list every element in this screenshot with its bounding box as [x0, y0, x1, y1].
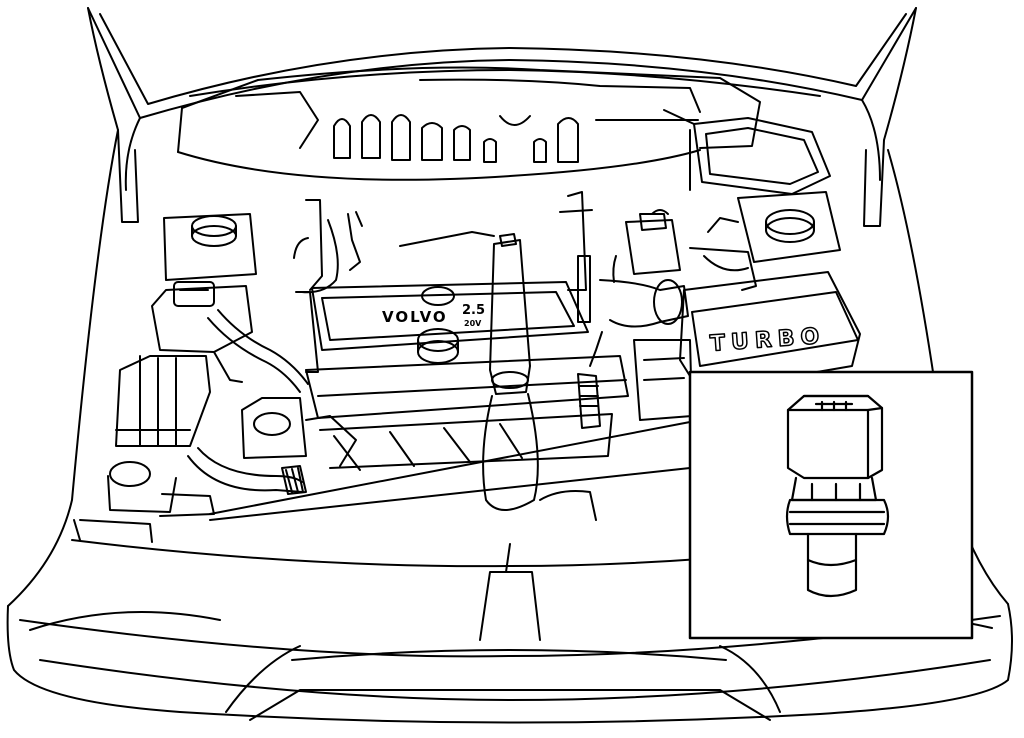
car-body-outline — [6, 129, 1013, 724]
corrugated-hose — [281, 465, 307, 495]
top-hoses — [293, 199, 339, 294]
battery — [115, 355, 211, 447]
strut-tower-right — [737, 191, 841, 263]
relay-box-right — [689, 217, 757, 291]
callout-pointer — [209, 421, 691, 521]
right-lower-components — [539, 339, 693, 521]
pressure-switch-illustration — [785, 394, 890, 598]
wiper-cowl-box — [663, 109, 831, 195]
coolant-reservoir-cap — [163, 213, 257, 281]
open-hood — [87, 7, 917, 227]
connector-plug — [577, 331, 603, 429]
throttle-linkage — [347, 191, 593, 323]
intake-pipe — [482, 233, 539, 511]
intake-duct — [599, 255, 689, 328]
callout-inset — [688, 370, 974, 640]
power-steering-reservoir — [625, 209, 681, 275]
fuse-box-left — [79, 461, 215, 543]
cowl-panel — [177, 66, 761, 181]
intake-box-label: TURBO — [709, 324, 826, 357]
cylinder-head — [295, 291, 629, 471]
engine-cover: VOLVO 2.5 20V — [311, 281, 589, 351]
grille-center-bar — [479, 543, 541, 641]
engine-cover-badge: 2.5 — [462, 303, 485, 318]
engine-cover-brand: VOLVO — [382, 308, 448, 326]
engine-cover-badge-sub: 20V — [464, 319, 482, 328]
oil-filler-cap — [417, 286, 459, 364]
cowl-vent-slots — [333, 114, 579, 163]
brake-fluid-reservoir — [241, 397, 357, 467]
washer-fluid-reservoir — [151, 281, 253, 383]
